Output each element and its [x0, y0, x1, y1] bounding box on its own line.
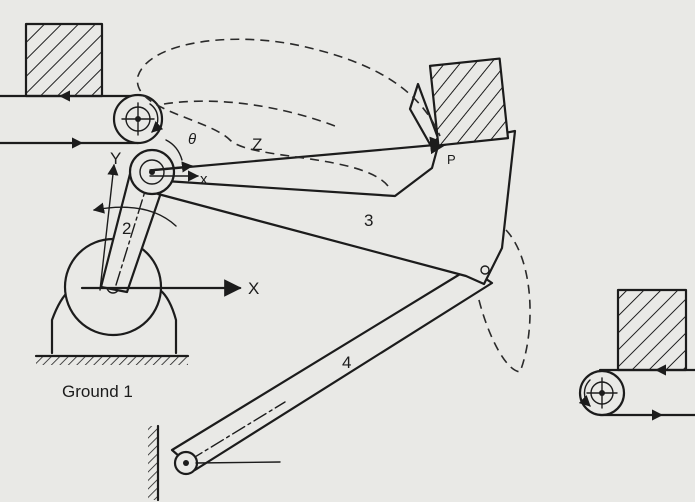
link-3 [148, 82, 517, 286]
p-label: P [447, 152, 456, 167]
wall-hatch [148, 426, 158, 500]
right-conveyor [578, 288, 695, 421]
link-3-body [148, 129, 517, 286]
z-label: Z [252, 135, 262, 154]
y-axis-label: Y [110, 149, 121, 168]
ground-base-hatch [36, 357, 188, 365]
coupler-path-lower [163, 100, 341, 129]
joint-a [128, 148, 176, 196]
right-box [616, 288, 688, 372]
top-conveyor [0, 22, 164, 149]
local-x-label: x [200, 171, 208, 188]
theta-label: θ [188, 131, 196, 148]
coupler-path-upper [136, 38, 441, 187]
coupler-path-right [477, 229, 531, 373]
link-3-label: 3 [364, 211, 373, 230]
x-axis-label: X [248, 279, 259, 298]
right-roller-rotation-arrow [578, 379, 591, 407]
gripped-box [428, 57, 510, 147]
top-left-box [24, 22, 104, 98]
link-4 [148, 266, 494, 502]
ground-label: Ground 1 [62, 382, 133, 401]
link-4-label: 4 [342, 353, 351, 372]
link-4-ground-pin [183, 460, 189, 466]
top-roller-rotation-arrow [149, 103, 164, 133]
theta-arc [165, 139, 183, 161]
link-4-centerline [189, 401, 286, 461]
link-4-pivot-lead [195, 461, 281, 464]
joint-a-inner [139, 159, 165, 185]
link-2-rotation-arrow [92, 202, 177, 227]
coupler-pin [480, 265, 490, 275]
y-axis-arrow [99, 163, 119, 291]
link-2-label: 2 [122, 219, 131, 238]
